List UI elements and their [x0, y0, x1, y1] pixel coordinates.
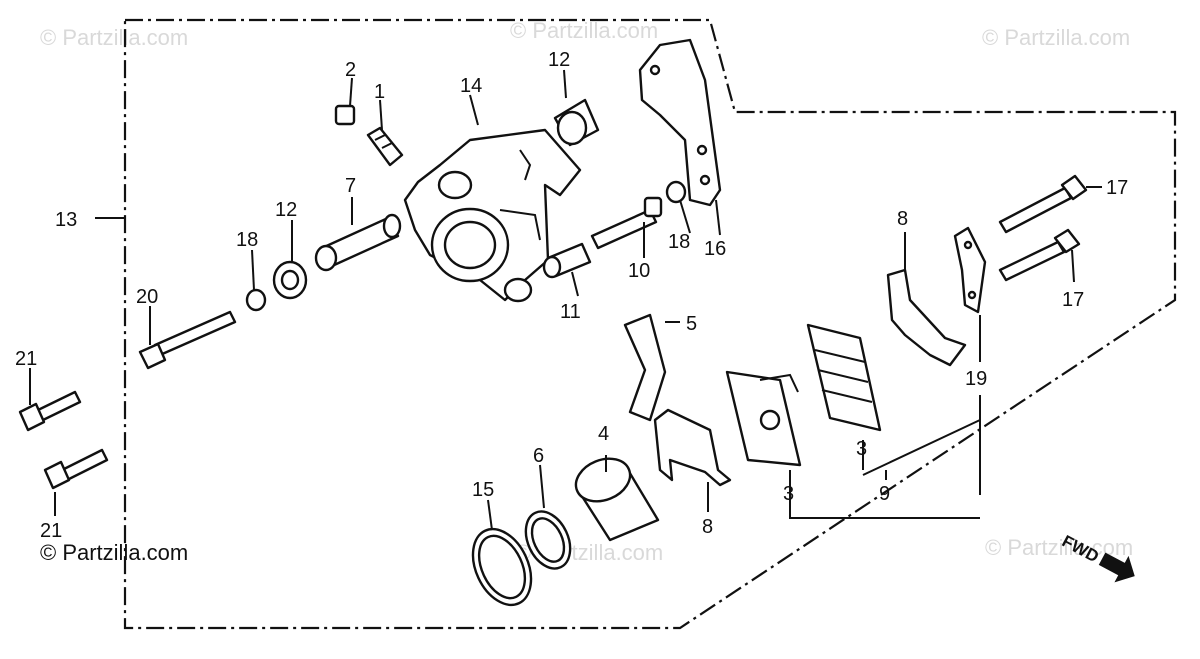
- pad-shim-upper: [886, 268, 967, 367]
- callout-18-right: 18: [668, 231, 690, 253]
- callout-7: 7: [345, 175, 356, 197]
- callout-20: 20: [136, 286, 158, 308]
- callout-10: 10: [628, 260, 650, 282]
- bolt-lower-right: [998, 228, 1081, 282]
- callout-15: 15: [472, 479, 494, 501]
- callout-14: 14: [460, 75, 482, 97]
- callout-21-upper: 21: [15, 348, 37, 370]
- washer-left: [245, 288, 267, 312]
- pad-retainer: [953, 226, 987, 314]
- watermark-top-center: © Partzilla.com: [510, 18, 658, 43]
- callout-8-upper: 8: [897, 208, 908, 230]
- callout-2: 2: [345, 59, 356, 81]
- callout-21-lower: 21: [40, 520, 62, 542]
- piston: [574, 457, 660, 542]
- piston-seal: [524, 510, 572, 570]
- assembly-outline: [123, 18, 1177, 630]
- callout-4: 4: [598, 423, 609, 445]
- callout-labels: 2 1 14 12 7 12 18 13 20 21 21 10 11 18 1…: [15, 49, 1128, 542]
- callout-16: 16: [704, 238, 726, 260]
- long-bolt: [138, 310, 237, 370]
- callout-17-upper: 17: [1106, 177, 1128, 199]
- brake-pad-front: [725, 370, 802, 467]
- callout-5: 5: [686, 313, 697, 335]
- leader-lines: [29, 69, 1102, 531]
- callout-8-lower: 8: [702, 516, 713, 538]
- pad-spring: [623, 313, 667, 422]
- callout-3-rear: 3: [856, 438, 867, 460]
- bleeder-screw: [366, 126, 404, 167]
- bolt-upper-right: [998, 174, 1088, 234]
- bolt-outer-upper: [18, 390, 82, 432]
- callout-12-top: 12: [548, 49, 570, 71]
- brake-pad-rear: [806, 323, 882, 432]
- callout-3-front: 3: [783, 483, 794, 505]
- fwd-arrow-icon: [1098, 552, 1135, 583]
- callout-19: 19: [965, 368, 987, 390]
- callout-11: 11: [560, 301, 581, 323]
- copyright-text: © Partzilla.com: [40, 540, 188, 565]
- caliper-body: [403, 128, 582, 303]
- callout-12-left: 12: [275, 199, 297, 221]
- bolt-outer-lower: [43, 448, 109, 490]
- washer-right: [665, 180, 687, 204]
- watermark-top-right: © Partzilla.com: [982, 25, 1130, 50]
- dust-seal: [471, 527, 533, 607]
- callout-18-left: 18: [236, 229, 258, 251]
- callout-9: 9: [879, 483, 890, 505]
- bleeder-cap: [334, 104, 356, 126]
- callout-6: 6: [533, 445, 544, 467]
- slide-pin: [314, 213, 402, 272]
- pin-boot-top: [553, 98, 600, 147]
- callout-17-lower: 17: [1062, 289, 1084, 311]
- pad-shim-lower: [653, 408, 732, 487]
- pin-bolt: [590, 196, 663, 250]
- callout-13: 13: [55, 209, 77, 231]
- pin-boot-left: [272, 260, 308, 300]
- pin-sleeve: [542, 242, 592, 279]
- callout-1: 1: [374, 81, 385, 103]
- caliper-bracket: [638, 38, 722, 207]
- watermark-top-left: © Partzilla.com: [40, 25, 188, 50]
